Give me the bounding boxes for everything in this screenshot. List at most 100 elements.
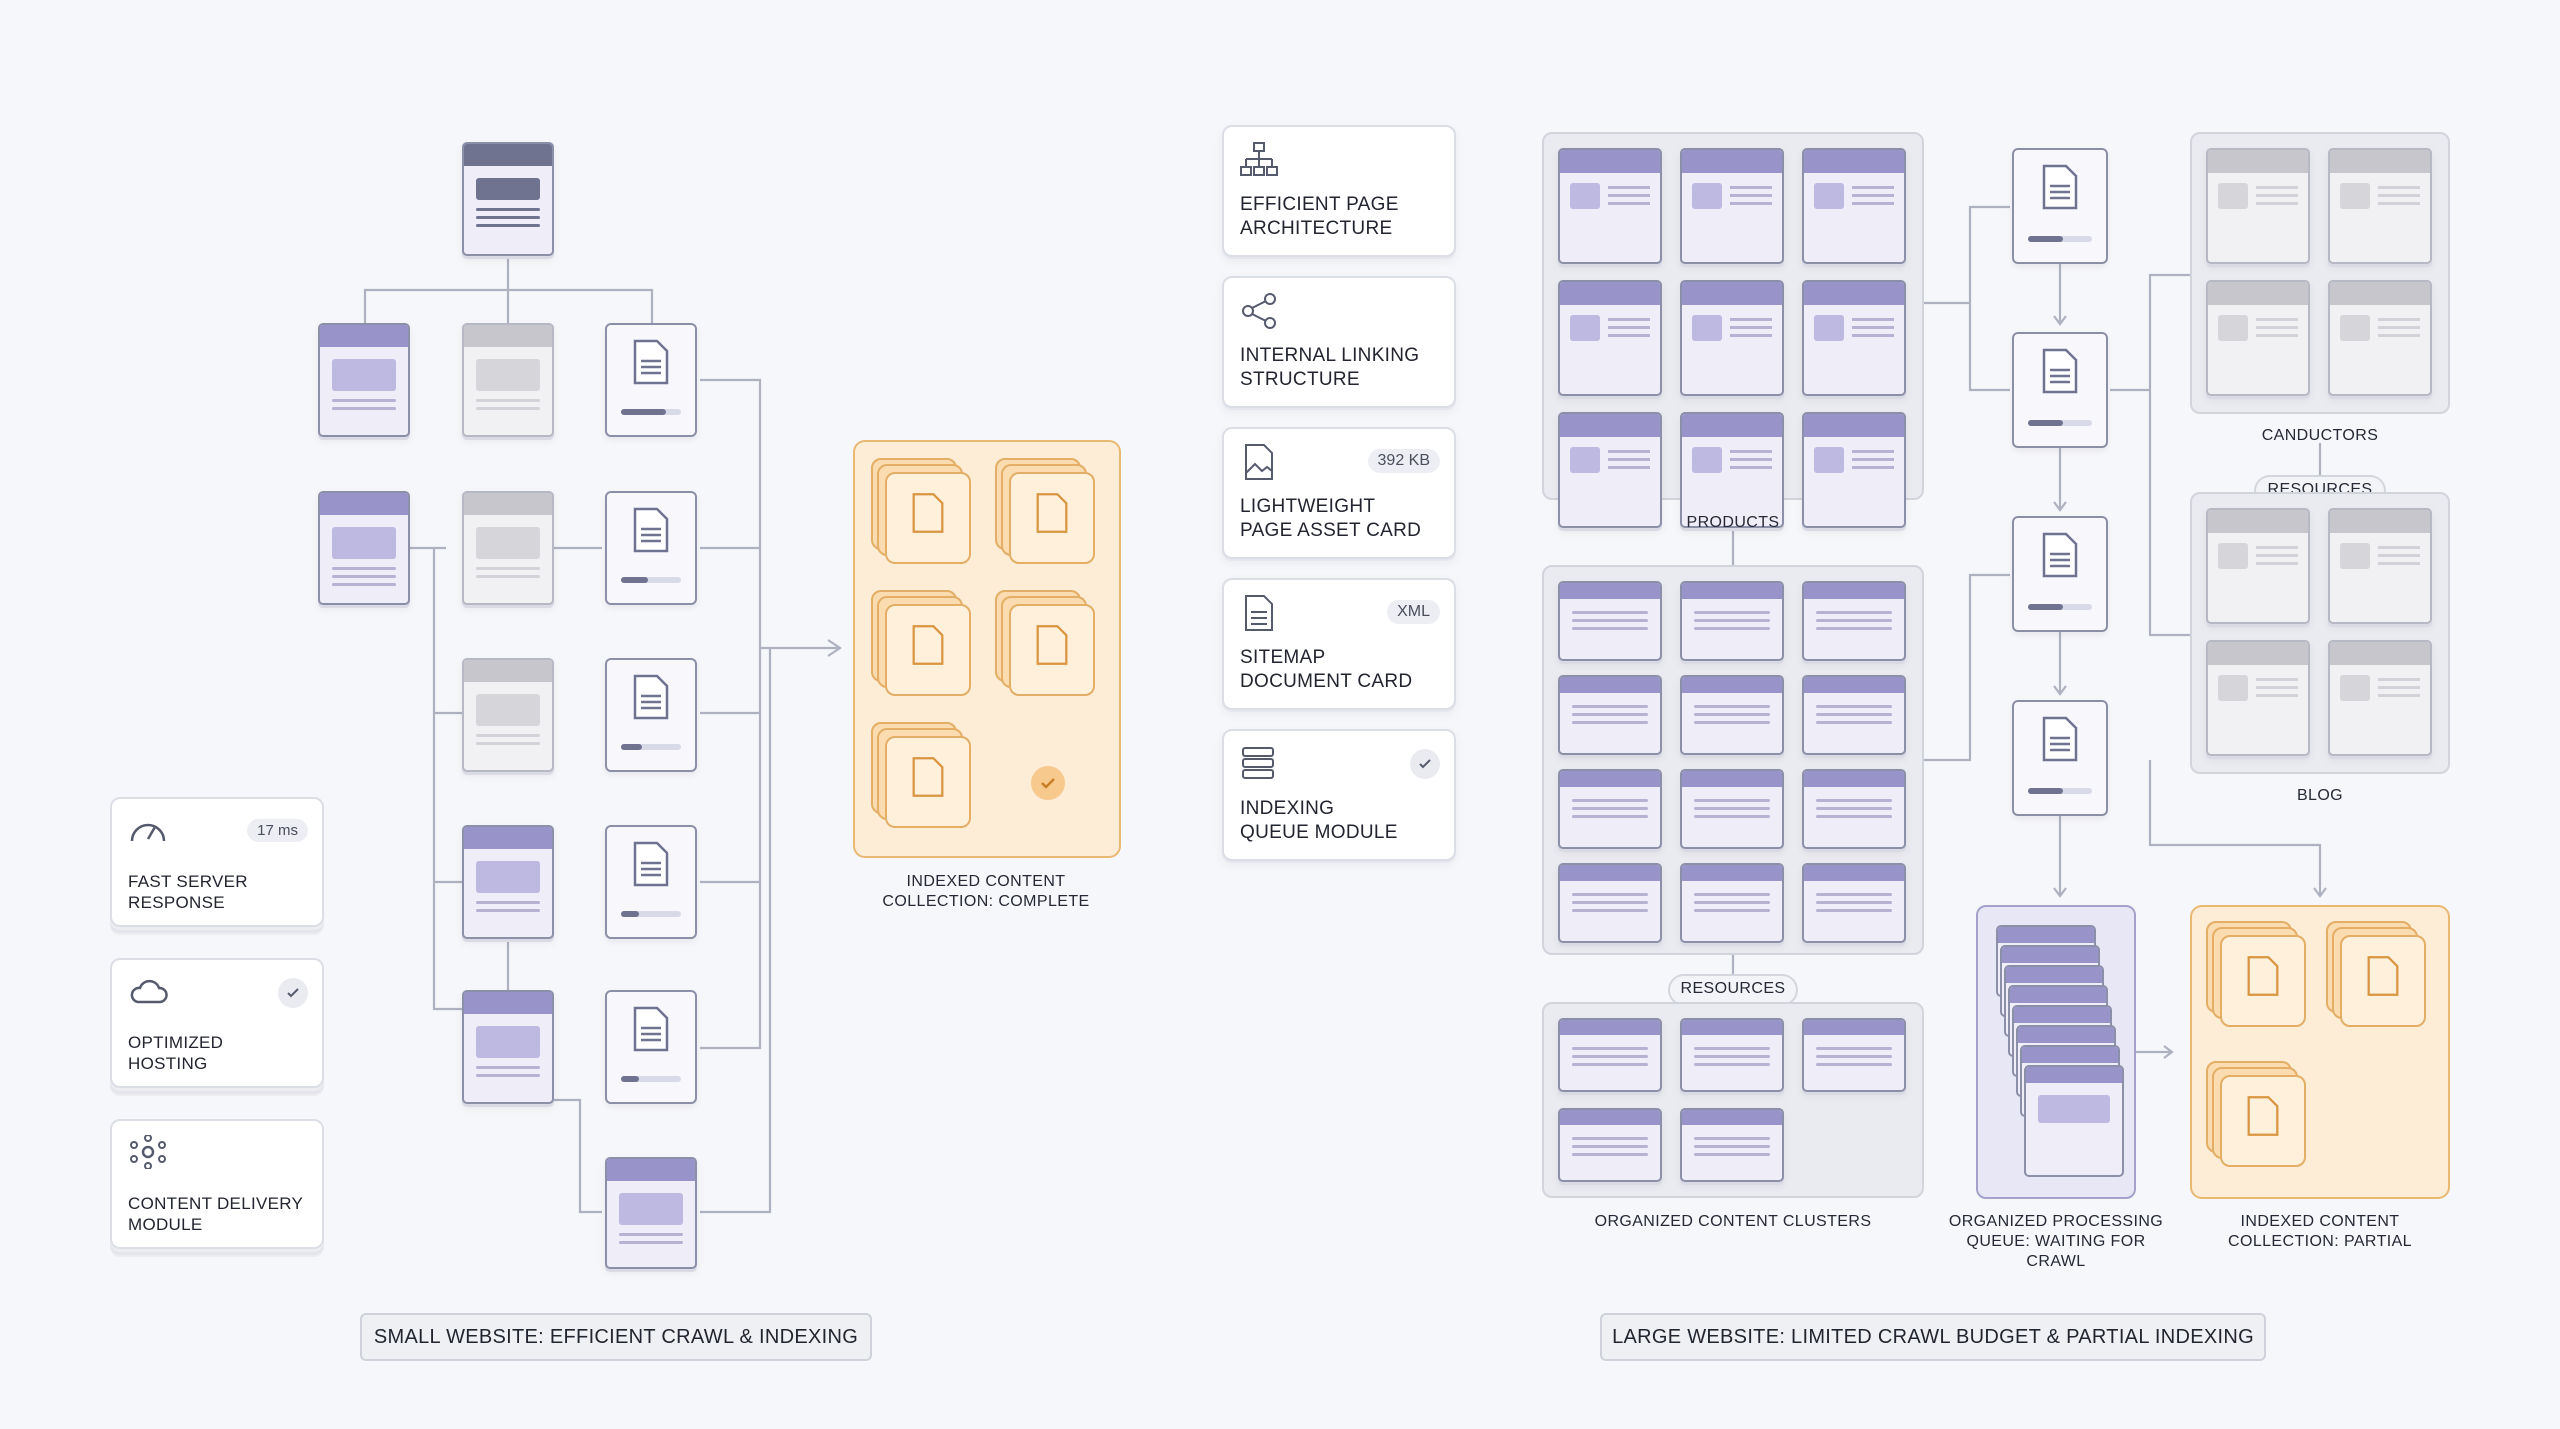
- crawled-document: [605, 491, 697, 605]
- image-file-icon: [1245, 444, 1273, 480]
- page-thumbnail: [462, 491, 554, 605]
- page-thumbnail: [462, 825, 554, 939]
- sitemap-document-card: XML SITEMAP DOCUMENT CARD: [1222, 578, 1456, 710]
- document-icon: [2042, 716, 2078, 762]
- card-title: SITEMAP DOCUMENT CARD: [1240, 647, 1413, 692]
- document-icon: [2042, 348, 2078, 394]
- file-size-badge: 392 KB: [1367, 449, 1440, 473]
- resources-panel: [1542, 1002, 1924, 1198]
- indexed-document-stack: [871, 590, 975, 696]
- page-thumbnail: [318, 323, 410, 437]
- page-thumbnail: [1558, 581, 1662, 661]
- card-title: EFFICIENT PAGE ARCHITECTURE: [1240, 194, 1399, 239]
- crawled-document: [605, 825, 697, 939]
- document-icon: [633, 1006, 669, 1052]
- internal-linking-structure-card: INTERNAL LINKING STRUCTURE: [1222, 276, 1456, 408]
- indexed-collection-complete: [853, 440, 1121, 858]
- share-nodes-icon: [1242, 293, 1276, 329]
- check-icon: [1410, 749, 1440, 779]
- page-thumbnail: [2328, 640, 2432, 756]
- page-thumbnail: [1680, 1108, 1784, 1182]
- blog-label: BLOG: [2296, 787, 2344, 804]
- page-thumbnail: [1558, 148, 1662, 264]
- card-title: INDEXING QUEUE MODULE: [1240, 798, 1398, 843]
- page-thumbnail: [1558, 1018, 1662, 1092]
- organized-clusters-label: ORGANIZED CONTENT CLUSTERS: [1594, 1213, 1872, 1230]
- indexed-document-stack: [2206, 921, 2310, 1027]
- response-time-badge: 17 ms: [247, 819, 308, 842]
- indexed-document-stack: [871, 722, 975, 828]
- page-thumbnail: [1802, 581, 1906, 661]
- page-thumbnail: [1558, 280, 1662, 396]
- page-thumbnail: [1680, 675, 1784, 755]
- page-thumbnail: [1558, 675, 1662, 755]
- card-title: OPTIMIZED HOSTING: [128, 1033, 224, 1073]
- indexed-collection-partial: [2190, 905, 2450, 1199]
- page-thumbnail: [1802, 769, 1906, 849]
- page-thumbnail: [2206, 640, 2310, 756]
- page-thumbnail: [1680, 148, 1784, 264]
- queue-stack-icon: [1242, 747, 1274, 779]
- page-thumbnail: [2206, 280, 2310, 396]
- xml-badge: XML: [1387, 600, 1440, 624]
- page-thumbnail: [1558, 1108, 1662, 1182]
- page-thumbnail: [462, 990, 554, 1104]
- document-icon: [912, 625, 944, 665]
- page-thumbnail: [2328, 280, 2432, 396]
- speedometer-icon: [130, 823, 166, 842]
- document-icon: [2042, 164, 2078, 210]
- indexed-document-stack: [995, 458, 1099, 564]
- root-page-thumbnail: [462, 142, 554, 256]
- document-icon: [633, 507, 669, 553]
- network-hub-icon: [130, 1135, 166, 1169]
- indexed-document-stack: [995, 590, 1099, 696]
- indexed-document-stack: [871, 458, 975, 564]
- page-thumbnail: [462, 658, 554, 772]
- processing-queue-stack: [1976, 905, 2136, 1199]
- page-thumbnail: [1802, 148, 1906, 264]
- page-thumbnail: [1680, 581, 1784, 661]
- conductors-panel: [2190, 132, 2450, 414]
- indexed-document-stack: [2326, 921, 2430, 1027]
- card-title: CONTENT DELIVERY MODULE: [128, 1194, 304, 1234]
- document-icon: [2367, 956, 2399, 996]
- crawl-document: [2012, 700, 2108, 816]
- page-thumbnail: [1680, 1018, 1784, 1092]
- document-icon: [1245, 595, 1273, 631]
- page-thumbnail: [1802, 675, 1906, 755]
- document-icon: [2247, 956, 2279, 996]
- page-thumbnail: [2328, 508, 2432, 624]
- page-thumbnail: [1558, 769, 1662, 849]
- indexing-queue-module-card: INDEXING QUEUE MODULE: [1222, 729, 1456, 861]
- indexed-document-stack: [2206, 1061, 2310, 1167]
- page-thumbnail: [1558, 863, 1662, 943]
- crawled-document: [605, 658, 697, 772]
- crawl-document: [2012, 516, 2108, 632]
- products-panel: [1542, 132, 1924, 528]
- page-thumbnail: [2328, 148, 2432, 264]
- optimized-hosting-card: OPTIMIZED HOSTING: [110, 958, 324, 1088]
- crawl-document: [2012, 332, 2108, 448]
- blog-panel: [2190, 492, 2450, 774]
- check-icon: [278, 978, 308, 1008]
- document-icon: [912, 757, 944, 797]
- card-title: FAST SERVER RESPONSE: [128, 872, 248, 912]
- page-thumbnail: [1680, 863, 1784, 943]
- indexed-partial-label: INDEXED CONTENT COLLECTION: PARTIAL: [2228, 1213, 2412, 1250]
- page-thumbnail: [1680, 412, 1784, 528]
- content-delivery-module-card: CONTENT DELIVERY MODULE: [110, 1119, 324, 1249]
- page-thumbnail: [1802, 863, 1906, 943]
- document-icon: [633, 339, 669, 385]
- processing-queue-label: ORGANIZED PROCESSING QUEUE: WAITING FOR …: [1948, 1213, 2164, 1270]
- document-icon: [912, 493, 944, 533]
- page-thumbnail: [2206, 148, 2310, 264]
- page-thumbnail: [318, 491, 410, 605]
- page-thumbnail: [1680, 280, 1784, 396]
- fast-server-response-card: 17 ms FAST SERVER RESPONSE: [110, 797, 324, 927]
- content-clusters-panel: [1542, 565, 1924, 955]
- page-thumbnail: [1802, 412, 1906, 528]
- page-thumbnail: [605, 1157, 697, 1269]
- page-thumbnail: [462, 323, 554, 437]
